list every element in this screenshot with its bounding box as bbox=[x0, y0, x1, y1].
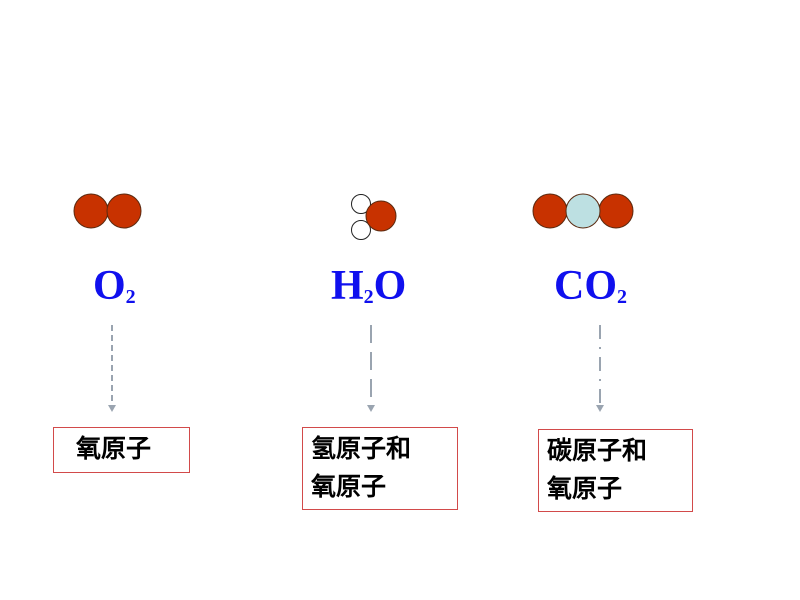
formula-text: H bbox=[331, 263, 364, 309]
composition-text: 氢原子和 bbox=[311, 434, 412, 463]
composition-box-h2o: 氢原子和 氧原子 bbox=[302, 427, 458, 510]
composition-box-co2: 碳原子和 氧原子 bbox=[538, 429, 693, 512]
composition-text: 氧原子 bbox=[547, 474, 623, 503]
composition-text: 氧原子 bbox=[76, 434, 152, 463]
hydrogen-atom bbox=[351, 194, 371, 214]
h2o-model bbox=[351, 194, 397, 240]
composition-text: 氧原子 bbox=[311, 472, 387, 501]
carbon-atom bbox=[565, 193, 601, 229]
oxygen-atom bbox=[106, 193, 142, 229]
formula-text: O bbox=[93, 263, 126, 309]
arrow-head bbox=[108, 405, 116, 412]
hydrogen-atom bbox=[351, 220, 371, 240]
composition-box-o2: 氧原子 bbox=[53, 427, 190, 473]
o2-model bbox=[73, 193, 142, 229]
formula-text: O bbox=[373, 263, 407, 309]
formula-subscript: 2 bbox=[363, 286, 374, 308]
arrow-head bbox=[367, 405, 375, 412]
oxygen-atom bbox=[73, 193, 109, 229]
co2-model bbox=[532, 193, 634, 229]
composition-text: 碳原子和 bbox=[547, 436, 648, 465]
formula-subscript: 2 bbox=[125, 286, 136, 308]
formula-text: CO bbox=[554, 263, 617, 309]
formula-o2: O2 bbox=[93, 262, 136, 310]
oxygen-atom bbox=[532, 193, 568, 229]
formula-h2o: H2O bbox=[331, 262, 406, 310]
formula-subscript: 2 bbox=[617, 286, 627, 308]
formula-co2: CO2 bbox=[554, 262, 627, 310]
oxygen-atom bbox=[365, 200, 397, 232]
arrow-head bbox=[596, 405, 604, 412]
oxygen-atom bbox=[598, 193, 634, 229]
